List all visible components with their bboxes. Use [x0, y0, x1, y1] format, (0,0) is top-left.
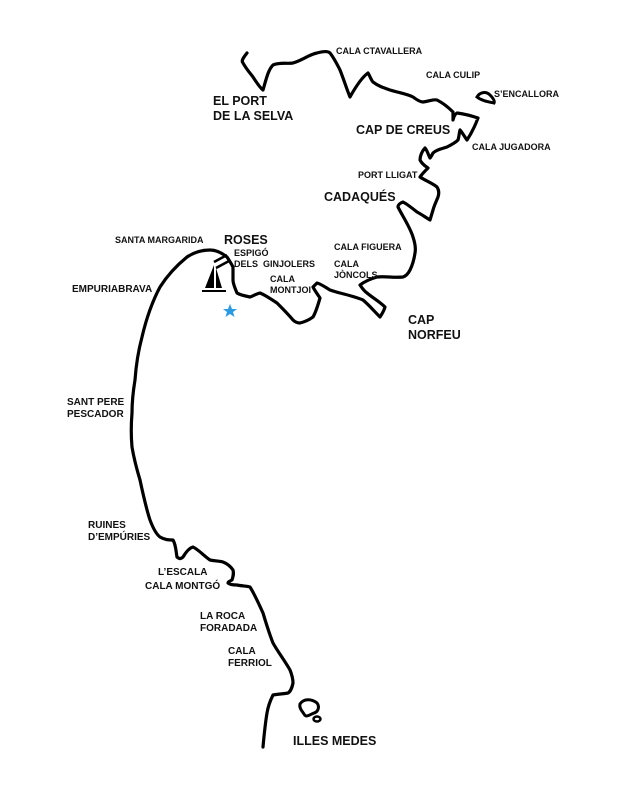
label-line: EL PORT — [213, 94, 267, 108]
label-illes-medes: ILLES MEDES — [293, 734, 377, 748]
label-line: DE LA SELVA — [213, 109, 294, 123]
label-sencallora: S’ENCALLORA — [494, 89, 559, 99]
label-line: CAP — [408, 313, 435, 327]
label-cala-montgo: CALA MONTGÓ — [145, 581, 221, 592]
label-cala-ctavallera: CALA CTAVALLERA — [336, 46, 423, 56]
label-line: MONTJOI — [270, 285, 312, 295]
illes-medes-islet — [312, 715, 322, 723]
label-line: CALA — [334, 259, 359, 269]
label-line: JÒNCOLS — [334, 270, 378, 280]
label-roses: ROSES — [224, 233, 268, 247]
label-line: FERRIOL — [228, 658, 272, 669]
label-cala-culip: CALA CULIP — [426, 70, 481, 80]
label-line: LA ROCA — [200, 611, 246, 622]
label-empuriabrava: EMPURIABRAVA — [72, 284, 153, 295]
label-cadaques: CADAQUÉS — [324, 190, 396, 204]
label-line: ESPIGÓ — [234, 248, 269, 258]
label-cala-figuera: CALA FIGUERA — [334, 242, 402, 252]
label-line: NORFEU — [408, 328, 461, 342]
label-line: D’EMPÚRIES — [88, 532, 151, 543]
label-line: FORADADA — [200, 623, 258, 634]
label-cala-jugadora: CALA JUGADORA — [472, 142, 551, 152]
label-line: SANT PERE — [67, 397, 125, 408]
label-line: CALA — [228, 646, 256, 657]
label-line: PESCADOR — [67, 409, 124, 420]
label-santa-margarida: SANTA MARGARIDA — [115, 235, 204, 245]
coastline — [129, 49, 480, 749]
label-line: RUINES — [88, 520, 126, 531]
star-icon — [223, 304, 237, 317]
sailboat-icon — [202, 265, 226, 292]
label-line: CALA — [270, 274, 295, 284]
label-line: DELS GINJOLERS — [234, 259, 316, 269]
sencallora-island — [475, 91, 496, 105]
label-lescala: L’ESCALA — [158, 567, 208, 578]
label-port-lligat: PORT LLIGAT — [358, 170, 418, 180]
label-cap-de-creus: CAP DE CREUS — [356, 123, 451, 137]
espigo-pier-icon — [213, 253, 230, 270]
illes-medes-island — [298, 698, 320, 718]
